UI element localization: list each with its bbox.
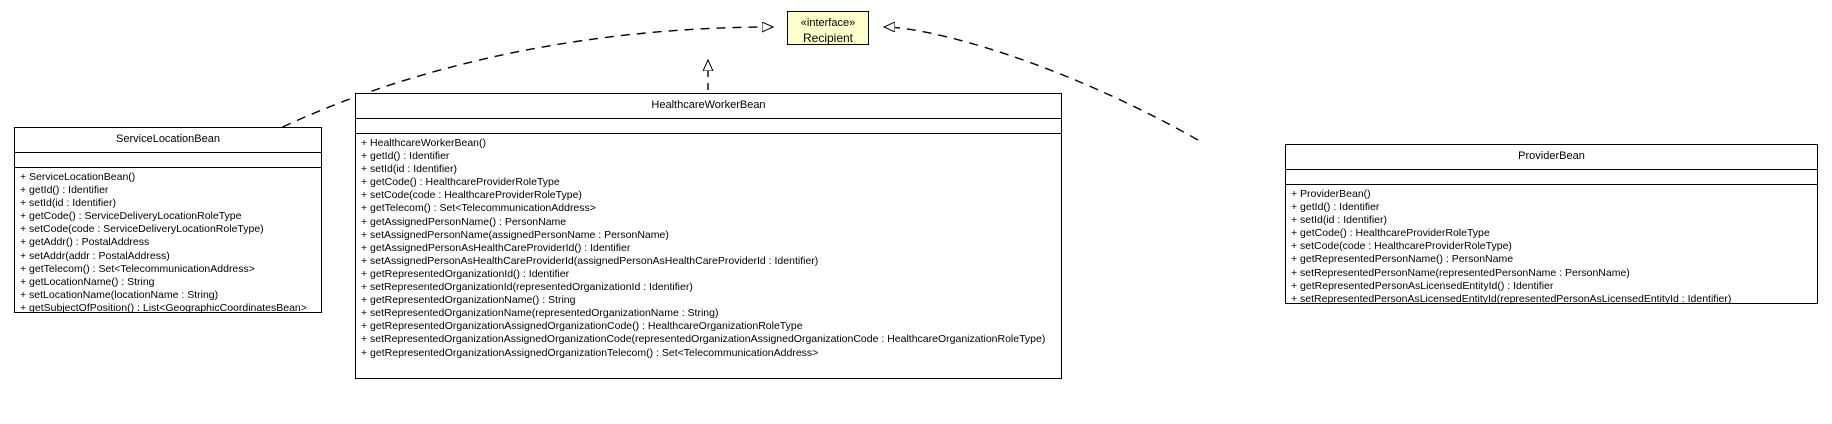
operation-row: + getRepresentedPersonName() : PersonNam… xyxy=(1291,253,1514,266)
operation-row: + HealthcareWorkerBean() xyxy=(361,137,486,149)
operation-row: + getRepresentedPersonAsLicensedEntityId… xyxy=(1291,279,1554,292)
operation-row: + getLocationName() : String xyxy=(20,275,155,288)
operation-row: + getTelecom() : Set<TelecommunicationAd… xyxy=(361,202,596,215)
operation-row: + setId(id : Identifier) xyxy=(20,197,117,210)
operation-row: + setId(id : Identifier) xyxy=(1291,214,1388,227)
operation-row: + setRepresentedOrganizationId(represent… xyxy=(361,281,693,294)
class-title-healthcareworkerbean: HealthcareWorkerBean xyxy=(356,94,1061,119)
operation-row: + setAssignedPersonName(assignedPersonNa… xyxy=(361,228,669,241)
interface-node-recipient[interactable]: «interface» Recipient xyxy=(787,11,869,45)
operation-row: + ProviderBean() xyxy=(1291,188,1371,200)
operation-row: + getId() : Identifier xyxy=(1291,201,1380,214)
operation-row: + getCode() : HealthcareProviderRoleType xyxy=(1291,227,1490,240)
operation-row: + setRepresentedPersonAsLicensedEntityId… xyxy=(1291,292,1732,305)
interface-title: «interface» Recipient xyxy=(788,12,868,51)
class-node-providerbean[interactable]: ProviderBean + ProviderBean() + getId() … xyxy=(1285,144,1818,305)
class-operations-providerbean: + ProviderBean() + getId() : Identifier … xyxy=(1286,185,1817,309)
operation-row: + setCode(code : ServiceDeliveryLocation… xyxy=(20,223,264,236)
operation-row: + setRepresentedPersonName(representedPe… xyxy=(1291,266,1630,279)
class-title-providerbean: ProviderBean xyxy=(1286,145,1817,170)
class-operations-healthcareworkerbean: + HealthcareWorkerBean() + getId() : Ide… xyxy=(356,134,1061,363)
operation-row: + getCode() : HealthcareProviderRoleType xyxy=(361,176,560,189)
interface-name: Recipient xyxy=(802,31,854,45)
operation-row: + setId(id : Identifier) xyxy=(361,163,458,176)
class-node-servicelocationbean[interactable]: ServiceLocationBean + ServiceLocationBea… xyxy=(14,127,322,314)
operation-row: + getAddr() : PostalAddress xyxy=(20,236,150,249)
operation-row: + getId() : Identifier xyxy=(361,150,450,163)
operation-row: + getRepresentedOrganizationName() : Str… xyxy=(361,294,576,307)
operation-row: + getId() : Identifier xyxy=(20,184,109,197)
operation-row: + setRepresentedOrganizationName(represe… xyxy=(361,307,719,320)
operation-row: + setLocationName(locationName : String) xyxy=(20,288,219,301)
operation-row: + ServiceLocationBean() xyxy=(20,171,136,183)
operation-row: + getAssignedPersonAsHealthCareProviderI… xyxy=(361,241,631,254)
operation-row: + getRepresentedOrganizationId() : Ident… xyxy=(361,267,570,280)
class-attributes-providerbean xyxy=(1286,170,1817,185)
operation-row: + getRepresentedOrganizationAssignedOrga… xyxy=(361,346,819,359)
class-attributes-servicelocationbean xyxy=(15,153,321,168)
operation-row: + setCode(code : HealthcareProviderRoleT… xyxy=(361,189,582,202)
operation-row: + getTelecom() : Set<TelecommunicationAd… xyxy=(20,262,255,275)
class-node-healthcareworkerbean[interactable]: HealthcareWorkerBean + HealthcareWorkerB… xyxy=(355,93,1062,379)
operation-row: + setAssignedPersonAsHealthCareProviderI… xyxy=(361,254,819,267)
operation-row: + getSubjectOfPosition() : List<Geograph… xyxy=(20,301,307,314)
operation-row: + setRepresentedOrganizationAssignedOrga… xyxy=(361,333,1046,346)
class-title-servicelocationbean: ServiceLocationBean xyxy=(15,128,321,153)
operation-row: + getRepresentedOrganizationAssignedOrga… xyxy=(361,320,803,333)
operation-row: + setAddr(addr : PostalAddress) xyxy=(20,249,170,262)
interface-stereotype: «interface» xyxy=(800,17,856,29)
class-operations-servicelocationbean: + ServiceLocationBean() + getId() : Iden… xyxy=(15,168,321,318)
operation-row: + setCode(code : HealthcareProviderRoleT… xyxy=(1291,240,1512,253)
operation-row: + getCode() : ServiceDeliveryLocationRol… xyxy=(20,210,242,223)
class-attributes-healthcareworkerbean xyxy=(356,119,1061,134)
operation-row: + getAssignedPersonName() : PersonName xyxy=(361,215,567,228)
